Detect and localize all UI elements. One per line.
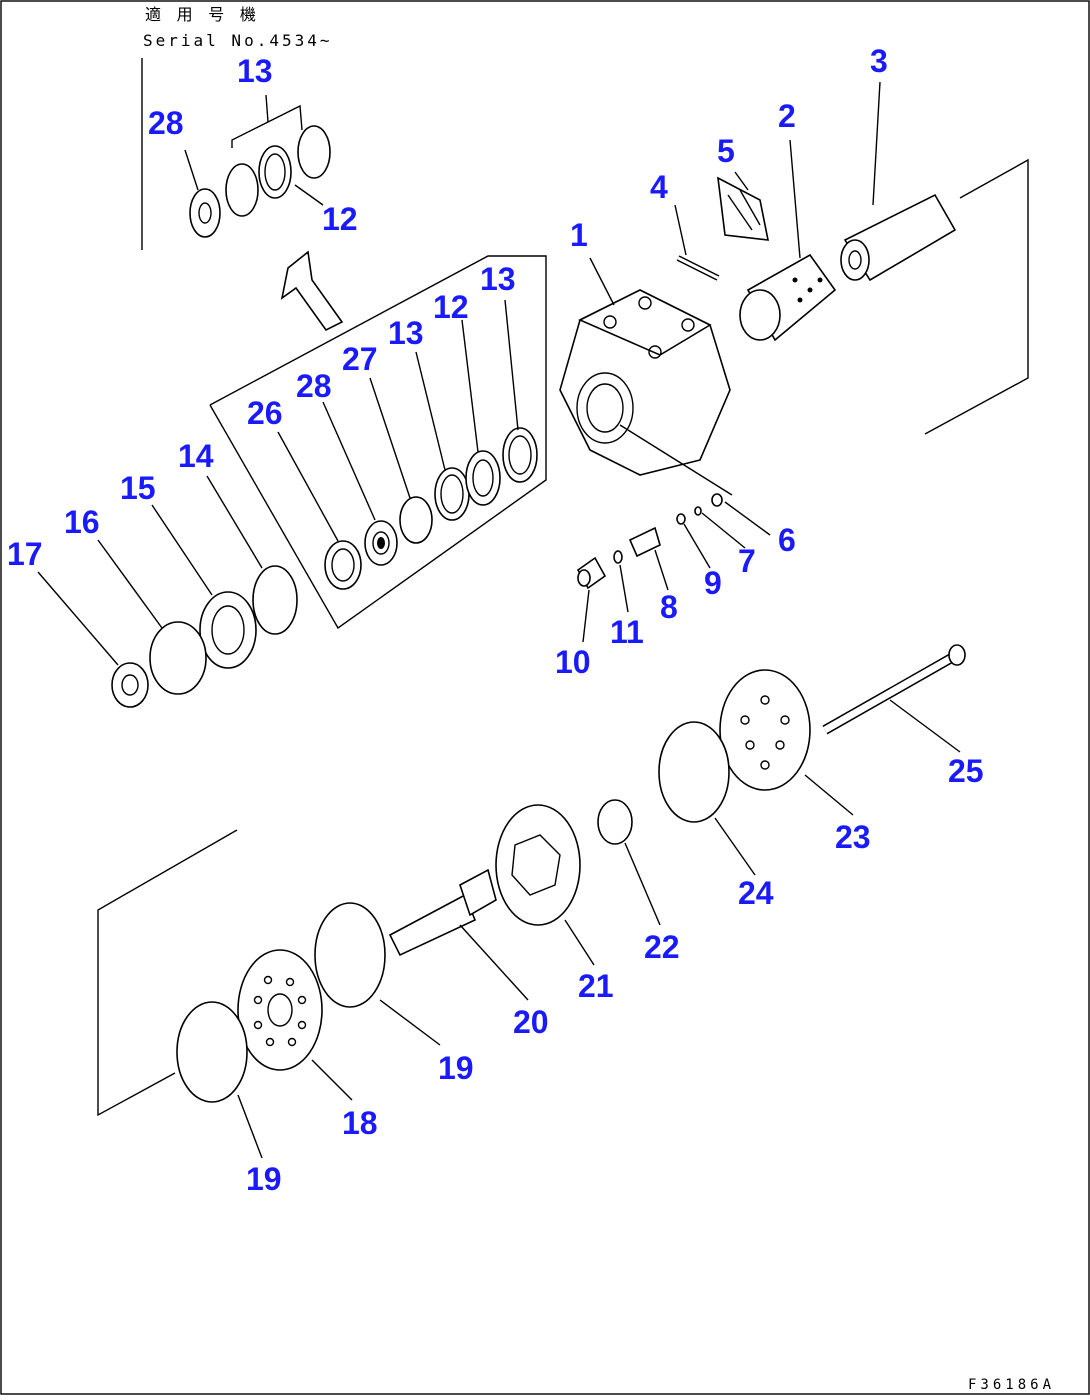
callout-9: 9	[704, 565, 722, 601]
callout-19-upper: 19	[438, 1050, 474, 1086]
callout-26: 26	[247, 395, 283, 431]
part-22	[597, 799, 633, 845]
leader-lines	[37, 81, 961, 1159]
callout-11: 11	[610, 614, 644, 650]
part-11	[613, 550, 623, 564]
callout-7: 7	[738, 543, 756, 579]
callout-3: 3	[870, 43, 888, 79]
callout-18: 18	[342, 1105, 378, 1141]
part-15	[199, 591, 257, 669]
part-3-spool	[840, 193, 957, 282]
part-12	[465, 450, 501, 506]
serial-note-en: Serial No.4534~	[143, 31, 333, 50]
callout-28-inset: 28	[148, 105, 184, 141]
callout-12: 12	[433, 289, 469, 325]
part-19-lower	[176, 1001, 248, 1103]
callout-27: 27	[342, 341, 378, 377]
serial-note-jp: 適 用 号 機	[145, 5, 259, 24]
callout-1: 1	[570, 217, 588, 253]
part-14	[252, 565, 298, 635]
callout-12-inset: 12	[322, 201, 358, 237]
callout-16: 16	[64, 504, 100, 540]
lower-bracket	[97, 829, 238, 1117]
callout-21: 21	[578, 968, 614, 1004]
callout-13-inset: 13	[237, 53, 273, 89]
part-6	[711, 493, 723, 507]
part-4-pin	[676, 255, 720, 281]
callout-13-right: 13	[480, 261, 516, 297]
callout-2: 2	[778, 98, 796, 134]
part-13-inset-a	[225, 163, 259, 217]
part-17	[111, 662, 149, 708]
part-20-drive-shaft	[388, 868, 497, 957]
part-28-inset	[189, 188, 221, 238]
part-16	[149, 621, 207, 695]
figure-code: F36186A	[968, 1377, 1055, 1393]
callout-5: 5	[717, 133, 735, 169]
callout-6: 6	[778, 522, 796, 558]
seal-kit-bracket	[209, 255, 547, 630]
direction-arrow	[280, 250, 344, 332]
part-2-sleeve	[739, 253, 837, 342]
callout-24: 24	[738, 875, 774, 911]
part-10	[576, 556, 607, 590]
part-1-valve-body	[559, 289, 733, 496]
callout-25: 25	[948, 753, 984, 789]
part-8	[628, 526, 661, 558]
callout-17: 17	[7, 536, 43, 572]
callout-8: 8	[660, 589, 678, 625]
callout-23: 23	[835, 819, 871, 855]
inset-parts-group	[184, 94, 331, 238]
callout-14: 14	[178, 438, 214, 474]
part-12-inset	[258, 145, 292, 199]
callout-19-lower: 19	[246, 1161, 282, 1197]
part-21-gerotor	[495, 804, 581, 926]
callout-10: 10	[555, 644, 591, 680]
callout-15: 15	[120, 470, 156, 506]
part-19-upper	[314, 902, 386, 1008]
part-23-end-cap	[719, 669, 811, 791]
part-9	[676, 513, 686, 525]
callout-13-mid: 13	[388, 315, 424, 351]
callout-4: 4	[650, 169, 668, 205]
spool-bracket	[924, 158, 1029, 435]
part-7	[694, 506, 702, 516]
callout-28: 28	[296, 368, 332, 404]
callout-22: 22	[644, 929, 680, 965]
part-27	[399, 496, 433, 544]
part-13-lower-a	[434, 467, 470, 521]
part-13-inset-b	[297, 125, 331, 179]
callout-20: 20	[513, 1004, 549, 1040]
part-26	[324, 540, 362, 590]
part-25-bolt	[822, 644, 966, 735]
part-5-springs	[717, 176, 770, 241]
part-18-plate	[237, 949, 323, 1071]
part-24	[658, 721, 730, 823]
